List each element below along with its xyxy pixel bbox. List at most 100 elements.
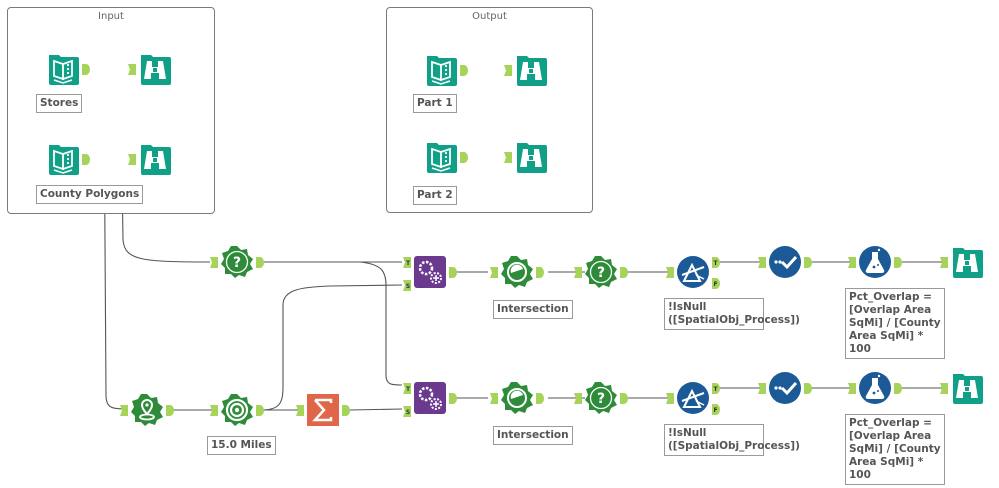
tool-input-part2[interactable]: [424, 140, 458, 174]
input-anchor[interactable]: [758, 257, 766, 268]
output-anchor[interactable]: [894, 257, 902, 268]
output-anchor[interactable]: [460, 65, 468, 76]
binoculars-icon: [138, 142, 172, 176]
tool-formula-bottom[interactable]: [858, 371, 892, 405]
tool-trade-area[interactable]: [220, 393, 254, 427]
input-anchor[interactable]: [296, 405, 304, 416]
tool-test-tool-bottom[interactable]: ?: [584, 381, 618, 415]
input-anchor[interactable]: [128, 64, 136, 75]
question-badge-icon: ?: [220, 245, 254, 279]
tool-select-top[interactable]: [768, 245, 802, 279]
annotation-county-polygons: County Polygons: [36, 185, 144, 204]
input-anchor[interactable]: [490, 393, 498, 404]
tool-browse-stores[interactable]: [138, 52, 172, 86]
container-output-title: Output: [472, 11, 507, 22]
tool-select-bottom[interactable]: [768, 371, 802, 405]
tool-browse-part2[interactable]: [514, 140, 548, 174]
input-anchor[interactable]: [504, 65, 512, 76]
spatial-process-icon: [500, 255, 534, 289]
tool-browse-top[interactable]: [950, 245, 984, 279]
annotation-part2: Part 2: [413, 186, 457, 205]
output-anchor[interactable]: [342, 405, 350, 416]
tool-filter-bottom[interactable]: [676, 381, 710, 415]
tool-input-part1[interactable]: [424, 53, 458, 87]
output-anchor[interactable]: [82, 154, 90, 165]
tool-browse-county-polygons[interactable]: [138, 142, 172, 176]
input-anchor-source[interactable]: S: [403, 406, 411, 417]
output-anchor[interactable]: [256, 257, 264, 268]
question-badge-icon: ?: [584, 255, 618, 289]
svg-text:T: T: [713, 260, 718, 267]
output-anchor[interactable]: [620, 267, 628, 278]
tool-spatial-match-bottom[interactable]: [413, 381, 447, 415]
annotation-part1: Part 1: [413, 94, 457, 113]
tool-summarize[interactable]: [306, 393, 340, 427]
tool-spatial-match-top[interactable]: [413, 255, 447, 289]
input-anchor[interactable]: [940, 383, 948, 394]
svg-text:T: T: [406, 386, 411, 393]
input-anchor-source[interactable]: S: [403, 280, 411, 291]
output-anchor[interactable]: [536, 393, 544, 404]
tool-filter-top[interactable]: [676, 255, 710, 289]
flask-icon: [858, 371, 892, 405]
annotation-filter-top: !IsNull ([SpatialObj_Process]): [664, 298, 800, 330]
output-anchor[interactable]: [894, 383, 902, 394]
input-anchor[interactable]: [490, 267, 498, 278]
output-anchor-true[interactable]: T: [712, 383, 720, 394]
input-anchor-target[interactable]: T: [403, 257, 411, 268]
tool-test-tool[interactable]: ?: [220, 245, 254, 279]
tool-input-county-polygons[interactable]: [46, 142, 80, 176]
output-anchor[interactable]: [804, 257, 812, 268]
output-anchor[interactable]: [536, 267, 544, 278]
output-anchor[interactable]: [256, 405, 264, 416]
output-anchor[interactable]: [804, 383, 812, 394]
input-anchor[interactable]: [210, 257, 218, 268]
input-anchor[interactable]: [940, 257, 948, 268]
input-anchor[interactable]: [666, 393, 674, 404]
input-anchor[interactable]: [574, 267, 582, 278]
svg-text:F: F: [713, 407, 717, 414]
annotation-intersection-bottom: Intersection: [493, 426, 573, 445]
input-anchor[interactable]: [666, 267, 674, 278]
output-anchor-false[interactable]: F: [712, 278, 720, 289]
svg-text:T: T: [713, 386, 718, 393]
book-input-icon: [46, 142, 80, 176]
input-anchor[interactable]: [848, 257, 856, 268]
input-anchor-target[interactable]: T: [403, 383, 411, 394]
tool-create-points[interactable]: [130, 393, 164, 427]
tool-browse-part1[interactable]: [514, 53, 548, 87]
tool-browse-bottom[interactable]: [950, 371, 984, 405]
input-anchor[interactable]: [574, 393, 582, 404]
svg-text:?: ?: [597, 391, 605, 407]
book-input-icon: [46, 52, 80, 86]
svg-text:S: S: [406, 409, 410, 416]
input-anchor[interactable]: [758, 383, 766, 394]
output-anchor-false[interactable]: F: [712, 404, 720, 415]
input-anchor[interactable]: [504, 152, 512, 163]
tool-test-tool-top[interactable]: ?: [584, 255, 618, 289]
tool-spatial-process-bottom[interactable]: [500, 381, 534, 415]
svg-text:?: ?: [233, 255, 241, 271]
connection-summarize-spatialmatch-bottom: [349, 408, 403, 411]
tool-input-stores[interactable]: [46, 52, 80, 86]
container-input-title: Input: [98, 11, 124, 22]
book-input-icon: [424, 53, 458, 87]
output-anchor[interactable]: [166, 405, 174, 416]
binoculars-icon: [138, 52, 172, 86]
annotation-formula-top: Pct_Overlap = [Overlap Area SqMi] / [Cou…: [845, 288, 945, 359]
question-badge-icon: ?: [584, 381, 618, 415]
input-anchor[interactable]: [120, 405, 128, 416]
input-anchor[interactable]: [848, 383, 856, 394]
output-anchor[interactable]: [620, 393, 628, 404]
tool-spatial-process-top[interactable]: [500, 255, 534, 289]
output-anchor[interactable]: [449, 393, 457, 404]
connection-tradearea-spatialmatch-top: [261, 284, 403, 411]
output-anchor[interactable]: [82, 64, 90, 75]
output-anchor[interactable]: [449, 267, 457, 278]
input-anchor[interactable]: [128, 154, 136, 165]
tool-formula-top[interactable]: [858, 245, 892, 279]
output-anchor[interactable]: [460, 152, 468, 163]
output-anchor-true[interactable]: T: [712, 257, 720, 268]
input-anchor[interactable]: [210, 405, 218, 416]
